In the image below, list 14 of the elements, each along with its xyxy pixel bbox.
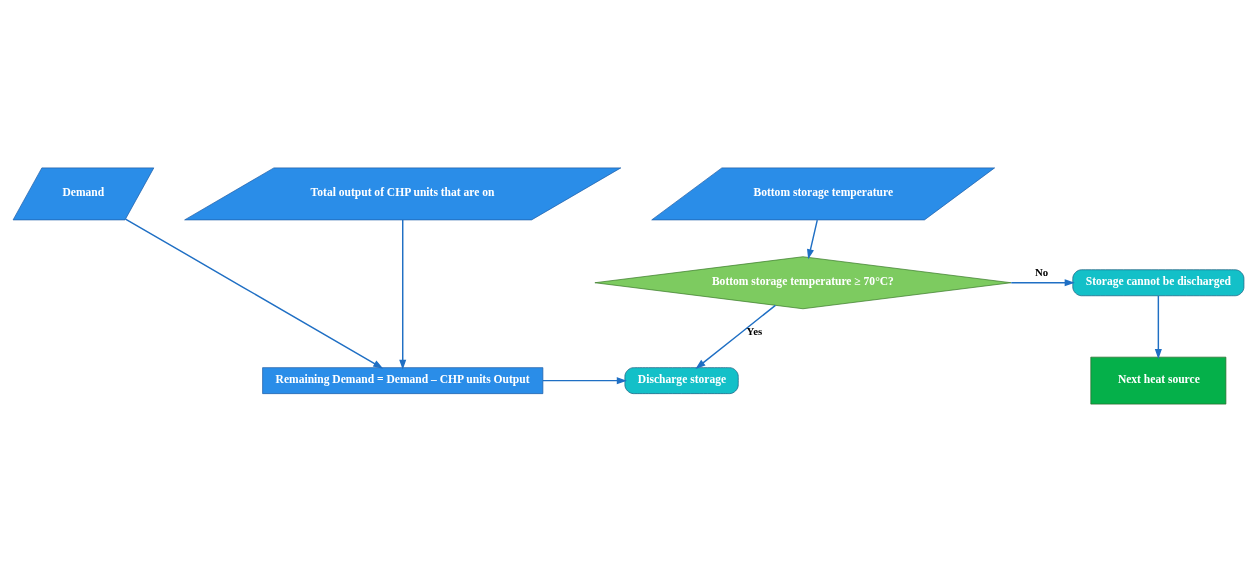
arrow	[1010, 279, 1075, 287]
arrow	[124, 218, 384, 369]
arrow	[807, 219, 818, 260]
node-box: Next heat source	[1090, 356, 1227, 405]
edge-label: Yes	[746, 324, 763, 337]
arrow	[399, 219, 407, 370]
edge-label: No	[1035, 266, 1049, 279]
arrow	[542, 377, 627, 385]
node-diamond: Bottom storage temperature ≥ 70°C?	[594, 256, 1012, 310]
arrow	[1154, 295, 1162, 360]
node-box: Storage cannot be discharged	[1072, 269, 1245, 297]
node-box: Remaining Demand = Demand – CHP units Output	[262, 367, 544, 394]
arrow	[695, 304, 777, 369]
node-box: Discharge storage	[624, 367, 739, 394]
